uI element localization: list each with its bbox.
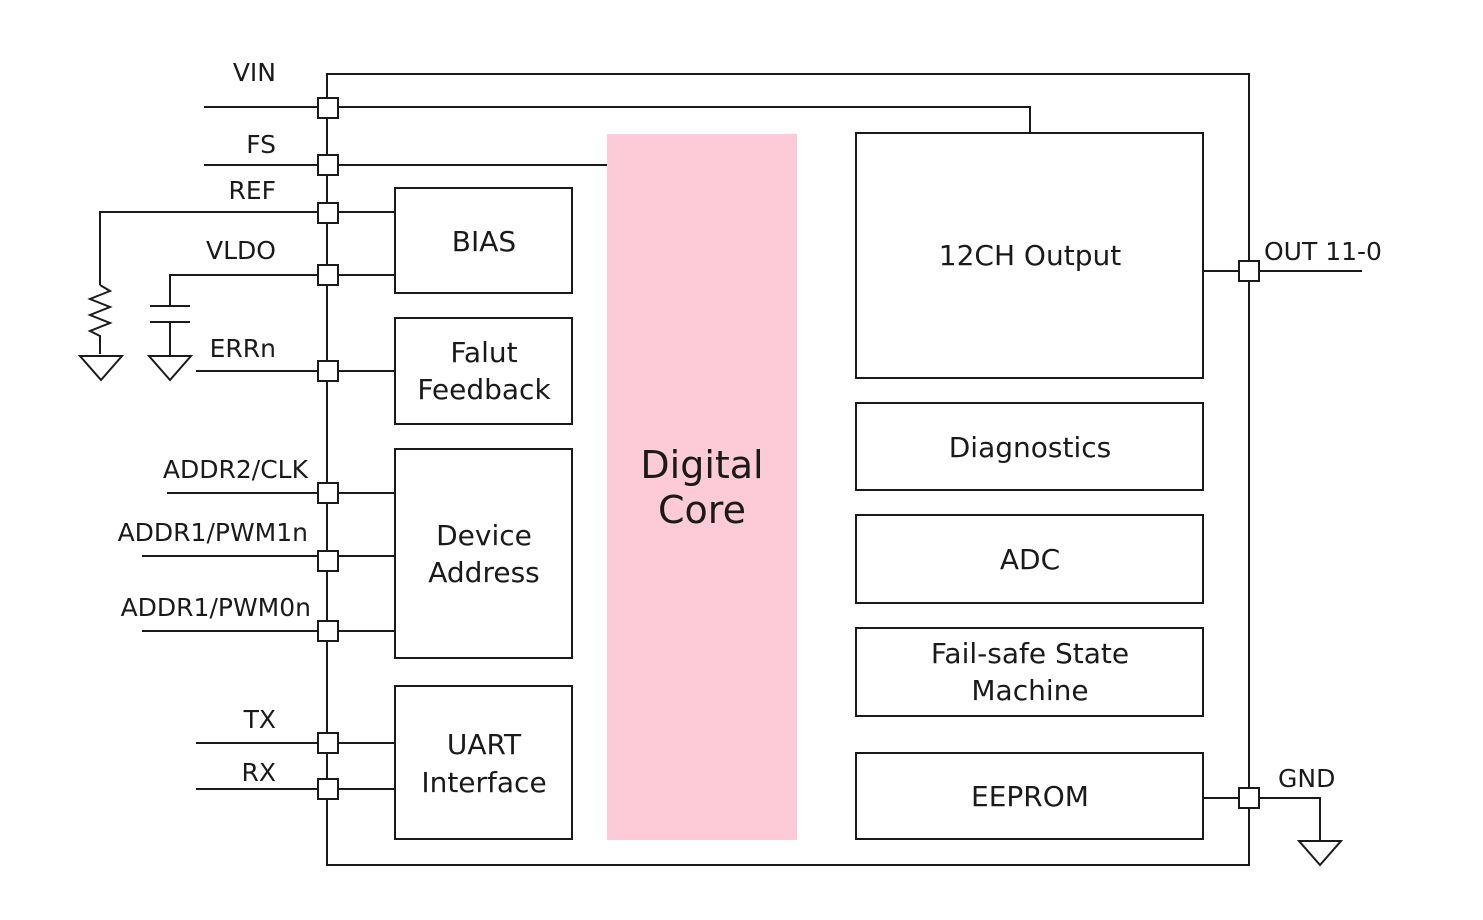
- pad-vldo: [317, 264, 339, 286]
- pad-tx: [317, 732, 339, 754]
- ground-icon-gnd: [1296, 840, 1344, 867]
- wire-vldo-external: [169, 274, 327, 306]
- fault-feedback-label-line1: Falut: [450, 336, 517, 369]
- pin-label-addr1-pwm0n: ADDR1/PWM0n: [121, 593, 311, 622]
- adc-block: [855, 514, 1204, 604]
- pin-label-fs: FS: [246, 130, 276, 159]
- pad-vin: [317, 97, 339, 119]
- eeprom-label: EEPROM: [971, 780, 1089, 813]
- pin-label-vldo: VLDO: [206, 236, 276, 265]
- bias-block: [394, 187, 573, 294]
- pin-label-gnd: GND: [1278, 764, 1335, 793]
- output-12ch-block: [855, 132, 1204, 379]
- pad-ref: [317, 202, 339, 224]
- resistor-symbol: [87, 284, 113, 354]
- adc-label: ADC: [1000, 543, 1060, 576]
- ground-icon-ref: [77, 355, 125, 382]
- diagnostics-label: Diagnostics: [949, 431, 1111, 464]
- device-address-block: [394, 448, 573, 659]
- ground-icon-vldo: [146, 355, 194, 382]
- pin-label-ref: REF: [228, 176, 276, 205]
- fault-feedback-label-line2: Feedback: [417, 373, 551, 406]
- device-address-label-line1: Device: [436, 519, 532, 552]
- pad-fs: [317, 154, 339, 176]
- digital-core-label-line2: Core: [658, 488, 746, 532]
- device-address-label-line2: Address: [428, 556, 540, 589]
- uart-interface-label-line1: UART: [447, 728, 522, 761]
- pad-addr2-clk: [317, 482, 339, 504]
- pin-label-errn: ERRn: [210, 334, 276, 363]
- output-12ch-label: 12CH Output: [939, 239, 1121, 272]
- uart-interface-block: [394, 685, 573, 840]
- pin-label-addr2-clk: ADDR2/CLK: [163, 455, 309, 484]
- pad-gnd: [1238, 787, 1260, 809]
- pin-label-out: OUT 11-0: [1264, 237, 1382, 266]
- wire-ref-external: [99, 211, 327, 285]
- fail-safe-label-line1: Fail-safe State: [931, 637, 1129, 670]
- wire-gnd: [1203, 797, 1321, 840]
- pad-addr1-pwm1n: [317, 550, 339, 572]
- pad-addr1-pwm0n: [317, 620, 339, 642]
- fail-safe-label-line2: Machine: [971, 674, 1088, 707]
- pin-label-tx: TX: [243, 705, 276, 734]
- pad-out: [1238, 260, 1260, 282]
- pad-rx: [317, 778, 339, 800]
- digital-core-block: [607, 134, 797, 840]
- pin-label-addr1-pwm1n: ADDR1/PWM1n: [118, 518, 308, 547]
- pad-errn: [317, 360, 339, 382]
- pin-label-vin: VIN: [233, 58, 276, 87]
- diagnostics-block: [855, 402, 1204, 491]
- uart-interface-label-line2: Interface: [421, 766, 546, 799]
- digital-core-label-line1: Digital: [640, 443, 763, 487]
- fail-safe-block: [855, 627, 1204, 717]
- eeprom-block: [855, 752, 1204, 840]
- wire-vin-internal: [327, 106, 1031, 133]
- pin-label-rx: RX: [242, 758, 277, 787]
- bias-label: BIAS: [452, 225, 516, 258]
- fault-feedback-block: [394, 317, 573, 425]
